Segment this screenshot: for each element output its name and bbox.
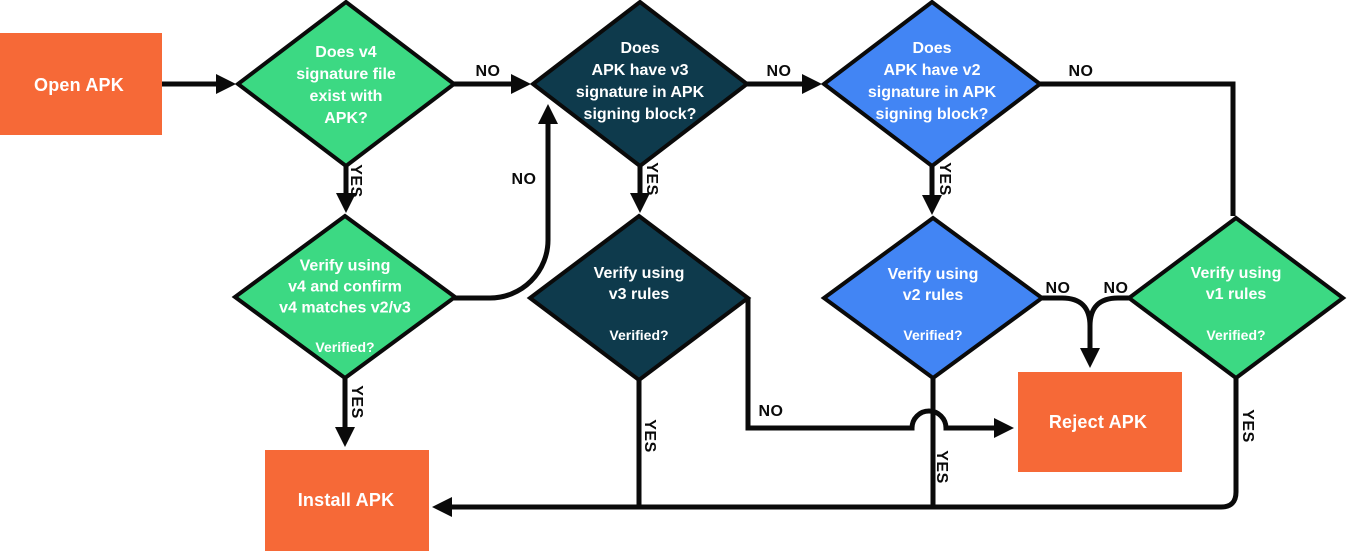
reject-apk-label: Reject APK — [1048, 412, 1148, 432]
edge-verifyv1-yes-to-install — [432, 378, 1239, 517]
verify-v2-label: Verify using v2 rules — [887, 266, 979, 304]
verify-v1-sublabel: Verified? — [1206, 327, 1266, 343]
edge-label-no-qv4: NO — [475, 63, 501, 80]
edge-label-no-qv2: NO — [1068, 63, 1094, 80]
qv3-diamond — [529, 0, 751, 169]
edge-verifyv3-no-to-reject — [745, 298, 1014, 438]
edge-label-yes-qv2: YES — [936, 162, 953, 196]
qv2-label: Does APK have v2 signature in APK signin… — [867, 40, 997, 123]
verify-v4-sublabel: Verified? — [315, 339, 375, 355]
open-apk-box — [0, 33, 162, 135]
qv4-label: Does v4 signature file exist with APK? — [296, 44, 396, 127]
install-apk-box — [265, 450, 429, 551]
install-apk-label: Install APK — [297, 490, 395, 510]
edges-group — [162, 74, 1239, 517]
verify-v3-sublabel: Verified? — [609, 327, 669, 343]
qv4-diamond — [234, 0, 458, 169]
verify-v2-diamond — [820, 215, 1046, 381]
edge-label-yes-verifyv3: YES — [641, 419, 658, 453]
edge-label-yes-verifyv4: YES — [348, 385, 365, 419]
edge-verifyv2-no-to-reject — [1042, 295, 1100, 368]
verify-v4-diamond — [231, 213, 459, 381]
edge-verifyv4-no-to-qv3 — [454, 104, 558, 301]
edge-label-yes-qv4: YES — [347, 164, 364, 198]
edge-label-yes-qv3: YES — [643, 162, 660, 196]
verify-v1-label: Verify using v1 rules — [1190, 265, 1282, 303]
edge-label-no-verifyv1: NO — [1103, 280, 1129, 297]
verify-v3-diamond — [526, 213, 752, 383]
qv2-diamond — [820, 0, 1044, 169]
open-apk-label: Open APK — [34, 75, 124, 95]
edge-label-yes-verifyv1: YES — [1239, 409, 1256, 443]
verify-v2-sublabel: Verified? — [903, 327, 963, 343]
edge-label-yes-verifyv2: YES — [933, 450, 950, 484]
edge-label-no-qv3: NO — [766, 63, 792, 80]
edge-verifyv1-no-to-reject — [1087, 295, 1131, 327]
reject-apk-box — [1018, 372, 1182, 472]
verify-v3-label: Verify using v3 rules — [593, 265, 685, 303]
edge-qv2-no-to-verifyv1 — [1040, 81, 1236, 216]
qv3-label: Does APK have v3 signature in APK signin… — [575, 40, 705, 123]
verify-v4-label: Verify using v4 and confirm v4 matches v… — [279, 257, 411, 317]
verify-v1-diamond — [1125, 215, 1347, 381]
edge-label-no-verifyv2: NO — [1045, 280, 1071, 297]
edge-label-no-verifyv3: NO — [758, 403, 784, 420]
edge-label-no-verifyv4: NO — [511, 171, 537, 188]
